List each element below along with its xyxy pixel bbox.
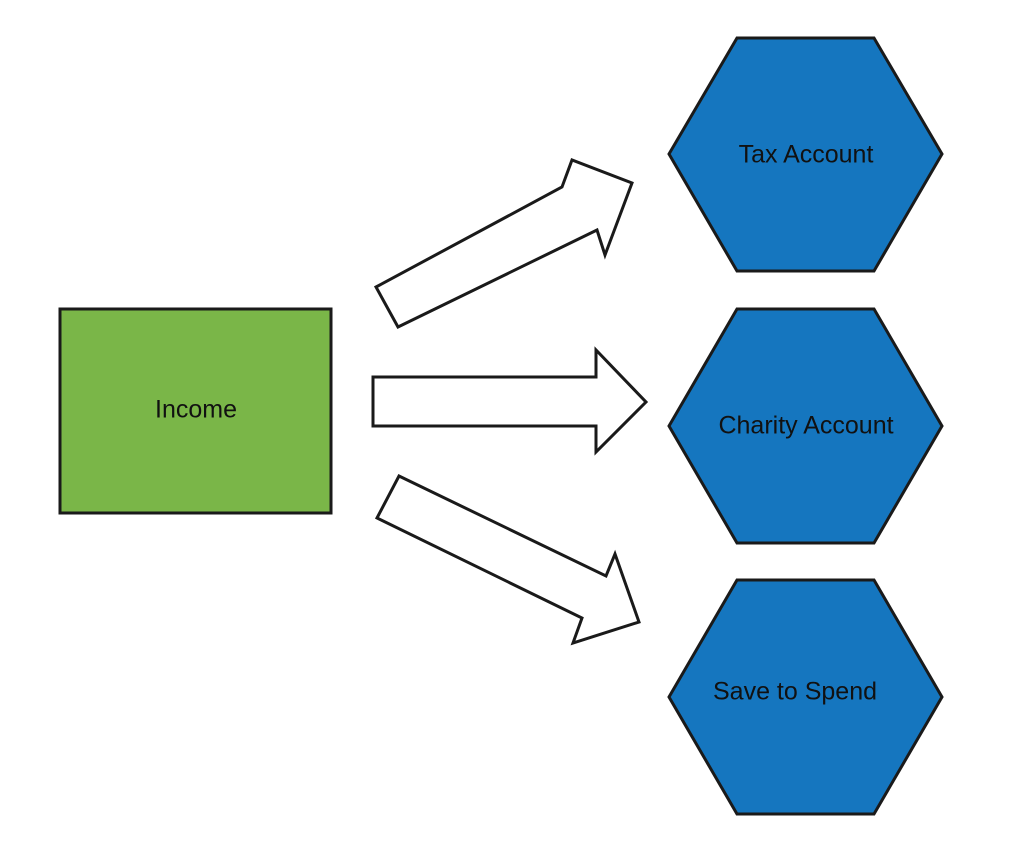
income-node: Income xyxy=(58,307,333,515)
arrow-to-save-to-spend xyxy=(374,474,641,646)
charity-account-label: Charity Account xyxy=(718,412,893,440)
save-to-spend-node: Save to Spend xyxy=(667,578,944,816)
income-label: Income xyxy=(155,396,237,424)
tax-account-label: Tax Account xyxy=(739,141,874,169)
income-box xyxy=(58,307,333,515)
save-to-spend-hexagon xyxy=(667,578,944,816)
save-to-spend-label: Save to Spend xyxy=(713,678,877,706)
tax-account-node: Tax Account xyxy=(667,36,944,273)
arrow-to-tax-account xyxy=(373,158,634,329)
charity-account-node: Charity Account xyxy=(667,307,944,545)
charity-account-hexagon xyxy=(667,307,944,545)
arrow-to-charity-account xyxy=(371,346,649,456)
tax-account-hexagon xyxy=(667,36,944,273)
